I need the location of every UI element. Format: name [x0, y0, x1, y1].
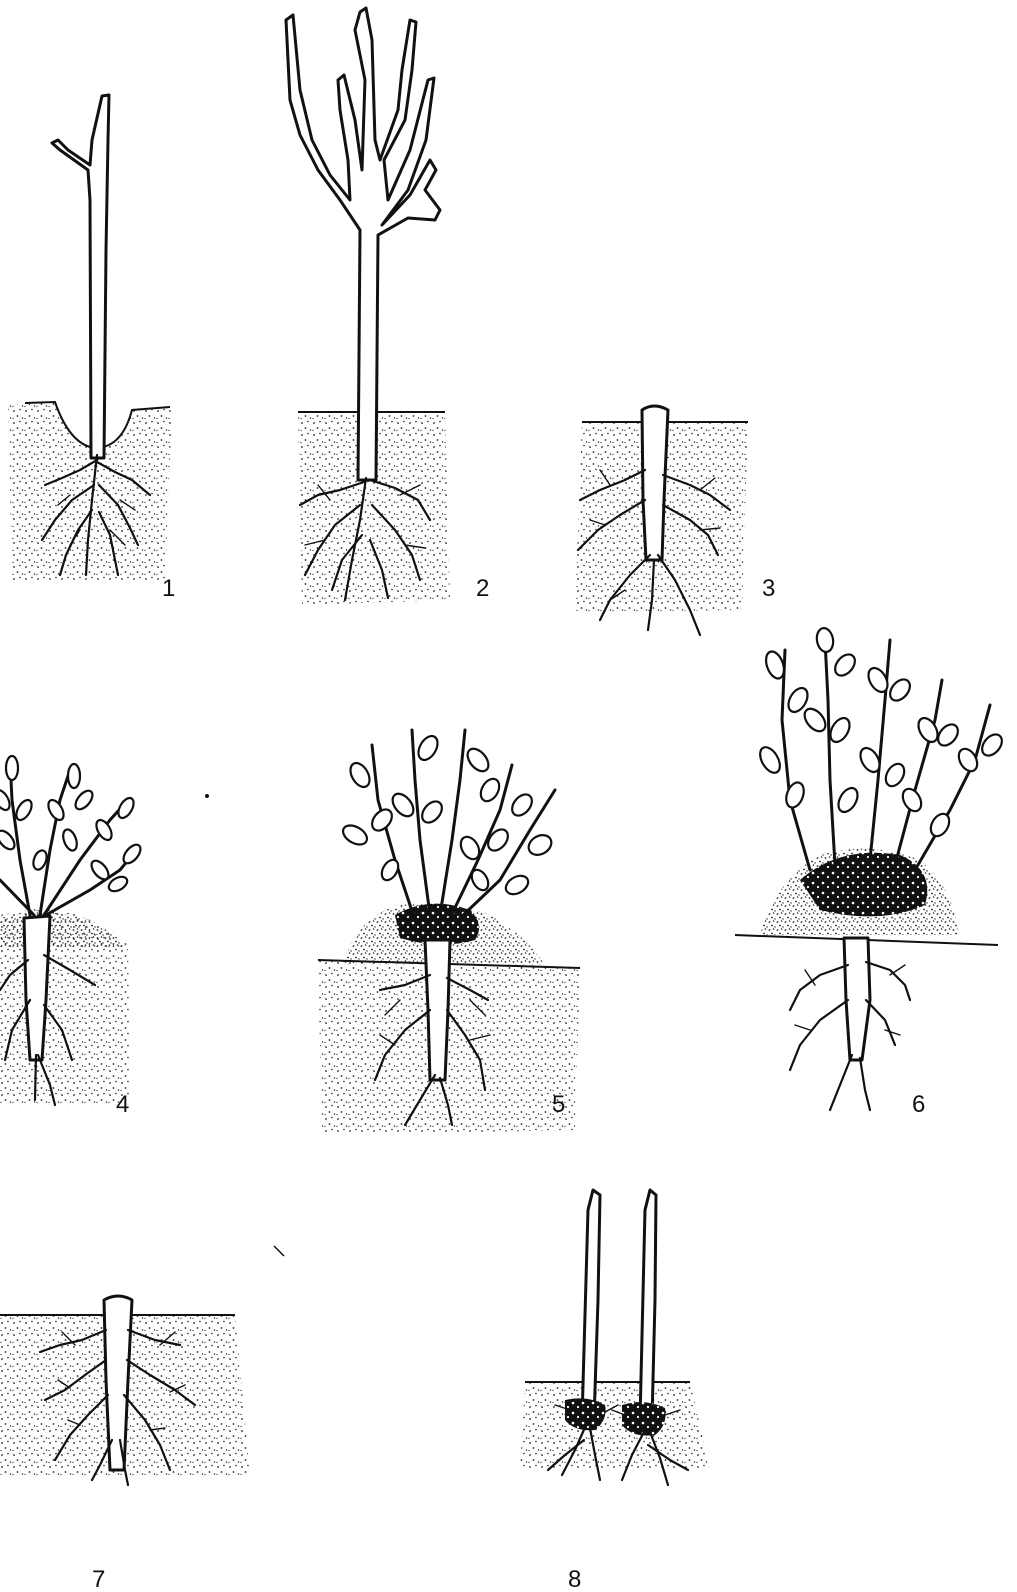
panel-2-sapling [286, 8, 450, 605]
panel-6-mound-layering [735, 627, 1006, 1110]
panel-8-label: 8 [568, 1566, 581, 1592]
panel-1-label: 1 [162, 575, 175, 602]
panel-5-label: 5 [552, 1091, 565, 1118]
stray-dot [205, 794, 209, 798]
panel-3-label: 3 [762, 575, 775, 602]
panel-1-seedling [8, 95, 172, 580]
panel-7-rooted-stump [0, 1296, 250, 1485]
panel-7-label: 7 [92, 1566, 105, 1592]
panel-4-label: 4 [116, 1091, 129, 1118]
panel-2-label: 2 [476, 575, 489, 602]
panel-5-earthed-up [318, 730, 580, 1135]
panel-3-cut-stump [575, 406, 748, 635]
panel-8-separated-layers [520, 1190, 710, 1485]
panel-4-first-shoots [0, 756, 144, 1105]
stray-mark [274, 1246, 284, 1256]
panel-6-label: 6 [912, 1091, 925, 1118]
